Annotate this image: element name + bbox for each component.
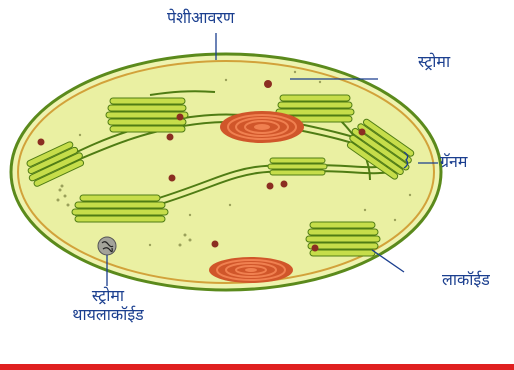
label-stroma-thylakoid-line1: स्ट्रोमा (48, 286, 168, 305)
label-envelope: पेशीआवरण (167, 8, 234, 27)
label-stroma-thylakoid: स्ट्रोमा थायलाकॉईड (48, 286, 168, 324)
dna-nucleoid (98, 237, 116, 255)
leader-thylakoid (372, 250, 404, 272)
label-thylakoid: लाकॉईड (442, 270, 490, 289)
granum-stack-6 (72, 195, 168, 222)
granum-stack-7 (306, 222, 380, 256)
label-stroma: स्ट्रोमा (418, 52, 450, 71)
bottom-red-bar (0, 364, 514, 370)
starch-grain-bottom (209, 257, 293, 283)
granum-stack-5 (268, 158, 327, 175)
label-granum: ग्रॅनम (440, 152, 467, 171)
starch-grain-top (220, 111, 304, 143)
label-stroma-thylakoid-line2: थायलाकॉईड (48, 305, 168, 324)
granum-stack-1 (106, 98, 188, 132)
